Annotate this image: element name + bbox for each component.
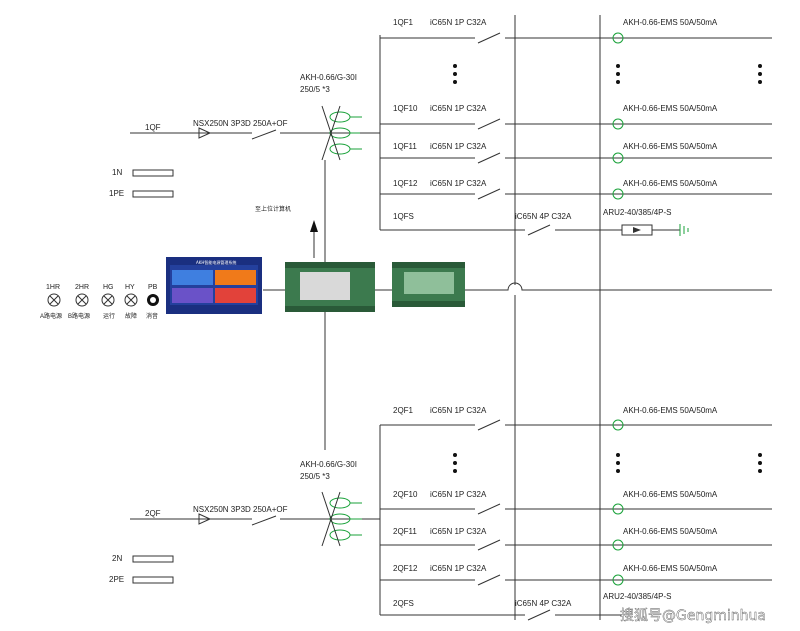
feeder-id: 2QF10	[393, 490, 418, 499]
ct-label: AKH-0.66/G-30I	[300, 73, 357, 82]
feeder-id: 2QF1	[393, 406, 414, 415]
indicator-caption: B路电源	[68, 312, 90, 320]
busbar-pe-label: 1PE	[109, 189, 124, 198]
hmi-title: AKH智能电源管理系统	[196, 259, 236, 265]
incomer-breaker	[251, 129, 380, 140]
feeder-row: 2QF12 iC65N 1P C32A AKH-0.66-EMS 50A/50m…	[380, 564, 772, 586]
spd-breaker: iC65N 4P C32A	[515, 212, 572, 221]
monitor-module	[285, 262, 375, 312]
indicator-lamp: PB 消音	[146, 284, 159, 320]
ct-label: AKH-0.66/G-30I	[300, 460, 357, 469]
feeder-rcm: AKH-0.66-EMS 50A/50mA	[623, 104, 718, 113]
indicator-code: HG	[103, 284, 114, 291]
indicator-lamp: 1HR A路电源	[40, 284, 62, 320]
indicator-caption: 故障	[125, 312, 137, 320]
spd-device: ARU2-40/385/4P-S	[603, 592, 671, 601]
feeder-id: 1QF10	[393, 104, 418, 113]
feeder-id: 1QF1	[393, 18, 414, 27]
more-feeders-icon	[453, 64, 762, 84]
feeder-row: 1QF10 iC65N 1P C32A AKH-0.66-EMS 50A/50m…	[380, 104, 772, 130]
feeder-row: 1QF12 iC65N 1P C32A AKH-0.66-EMS 50A/50m…	[380, 179, 772, 200]
lower-section: 2QF NSX250N 3P3D 250A+OF AKH-0.66/G-30I …	[109, 295, 772, 621]
feeder-row: 1QF1 iC65N 1P C32A AKH-0.66-EMS 50A/50mA	[380, 18, 772, 44]
feeder-breaker: iC65N 1P C32A	[430, 406, 487, 415]
more-feeders-icon	[453, 453, 762, 473]
terminal-block	[132, 576, 174, 584]
feeder-id: 1QF11	[393, 142, 417, 151]
feeder-rcm: AKH-0.66-EMS 50A/50mA	[623, 18, 718, 27]
feeder-breaker: iC65N 1P C32A	[430, 527, 487, 536]
ct-icon	[329, 497, 362, 541]
indicator-lamp: 2HR B路电源	[68, 284, 90, 320]
io-module	[392, 262, 465, 307]
spd-device: ARU2-40/385/4P-S	[603, 208, 671, 217]
feeder-rcm: AKH-0.66-EMS 50A/50mA	[623, 179, 718, 188]
indicator-lamps: 1HR A路电源 2HR B路电源 HG 运行 HY 故障 PB	[40, 284, 159, 320]
feeder-row: 2QF1 iC65N 1P C32A AKH-0.66-EMS 50A/50mA	[380, 406, 772, 431]
feeder-rcm: AKH-0.66-EMS 50A/50mA	[623, 527, 718, 536]
indicator-code: 2HR	[75, 284, 89, 291]
terminal-block	[132, 555, 174, 563]
feeder-breaker: iC65N 1P C32A	[430, 142, 487, 151]
feeder-row: 1QF11 iC65N 1P C32A AKH-0.66-EMS 50A/50m…	[380, 142, 772, 164]
incomer-breaker-label: NSX250N 3P3D 250A+OF	[193, 505, 288, 514]
indicator-caption: A路电源	[40, 312, 62, 320]
arrow-icon	[198, 513, 212, 525]
incomer-label: 2QF	[145, 509, 161, 518]
busbar-pe-label: 2PE	[109, 575, 124, 584]
ct-ratio-label: 250/5 *3	[300, 472, 330, 481]
feeder-rcm: AKH-0.66-EMS 50A/50mA	[623, 564, 718, 573]
feeder-rcm: AKH-0.66-EMS 50A/50mA	[623, 406, 718, 415]
upper-section: 1QF NSX250N 3P3D 250A+OF AKH-0.66/G-30I …	[109, 15, 772, 620]
feeder-row: 2QF11 iC65N 1P C32A AKH-0.66-EMS 50A/50m…	[380, 527, 772, 551]
spd-row: 2QFS iC65N 4P C32A ARU2-40/385/4P-S	[380, 592, 671, 621]
arrow-icon	[198, 127, 212, 139]
arrow-icon	[633, 227, 641, 233]
feeder-breaker: iC65N 1P C32A	[430, 564, 487, 573]
feeder-rcm: AKH-0.66-EMS 50A/50mA	[623, 490, 718, 499]
feeder-id: 2QF11	[393, 527, 417, 536]
feeder-rcm: AKH-0.66-EMS 50A/50mA	[623, 142, 718, 151]
indicator-caption: 运行	[103, 312, 115, 320]
feeder-breaker: iC65N 1P C32A	[430, 104, 487, 113]
indicator-lamp: HG 运行	[101, 284, 115, 320]
spd-id: 1QFS	[393, 212, 414, 221]
incomer-label: 1QF	[145, 123, 161, 132]
ct-ratio-label: 250/5 *3	[300, 85, 330, 94]
feeder-breaker: iC65N 1P C32A	[430, 490, 487, 499]
indicator-code: HY	[125, 284, 135, 291]
busbar-n-label: 2N	[112, 554, 122, 563]
terminal-block	[132, 169, 174, 177]
watermark: 搜狐号@Gengminhua	[620, 608, 766, 624]
indicator-code: PB	[148, 284, 158, 291]
indicator-lamp: HY 故障	[124, 284, 138, 320]
feeder-breaker: iC65N 1P C32A	[430, 179, 487, 188]
hmi-panel: AKH智能电源管理系统	[166, 257, 262, 314]
ground-icon	[679, 224, 689, 236]
feeder-id: 1QF12	[393, 179, 418, 188]
control-section: 至上位计算机 AKH智能电源管理系统	[40, 160, 772, 450]
uplink-arrow-icon	[310, 220, 318, 232]
indicator-code: 1HR	[46, 284, 60, 291]
busbar-n-label: 1N	[112, 168, 122, 177]
terminal-block	[132, 190, 174, 198]
spd-breaker: iC65N 4P C32A	[515, 599, 572, 608]
incomer-breaker-label: NSX250N 3P3D 250A+OF	[193, 119, 288, 128]
feeder-id: 2QF12	[393, 564, 418, 573]
spd-row: 1QFS iC65N 4P C32A ARU2-40/385/4P-S	[380, 208, 689, 236]
feeder-row: 2QF10 iC65N 1P C32A AKH-0.66-EMS 50A/50m…	[380, 490, 772, 515]
spd-id: 2QFS	[393, 599, 414, 608]
uplink-label: 至上位计算机	[255, 205, 291, 213]
indicator-caption: 消音	[146, 312, 158, 320]
spd-box	[621, 224, 653, 236]
feeder-breaker: iC65N 1P C32A	[430, 18, 487, 27]
